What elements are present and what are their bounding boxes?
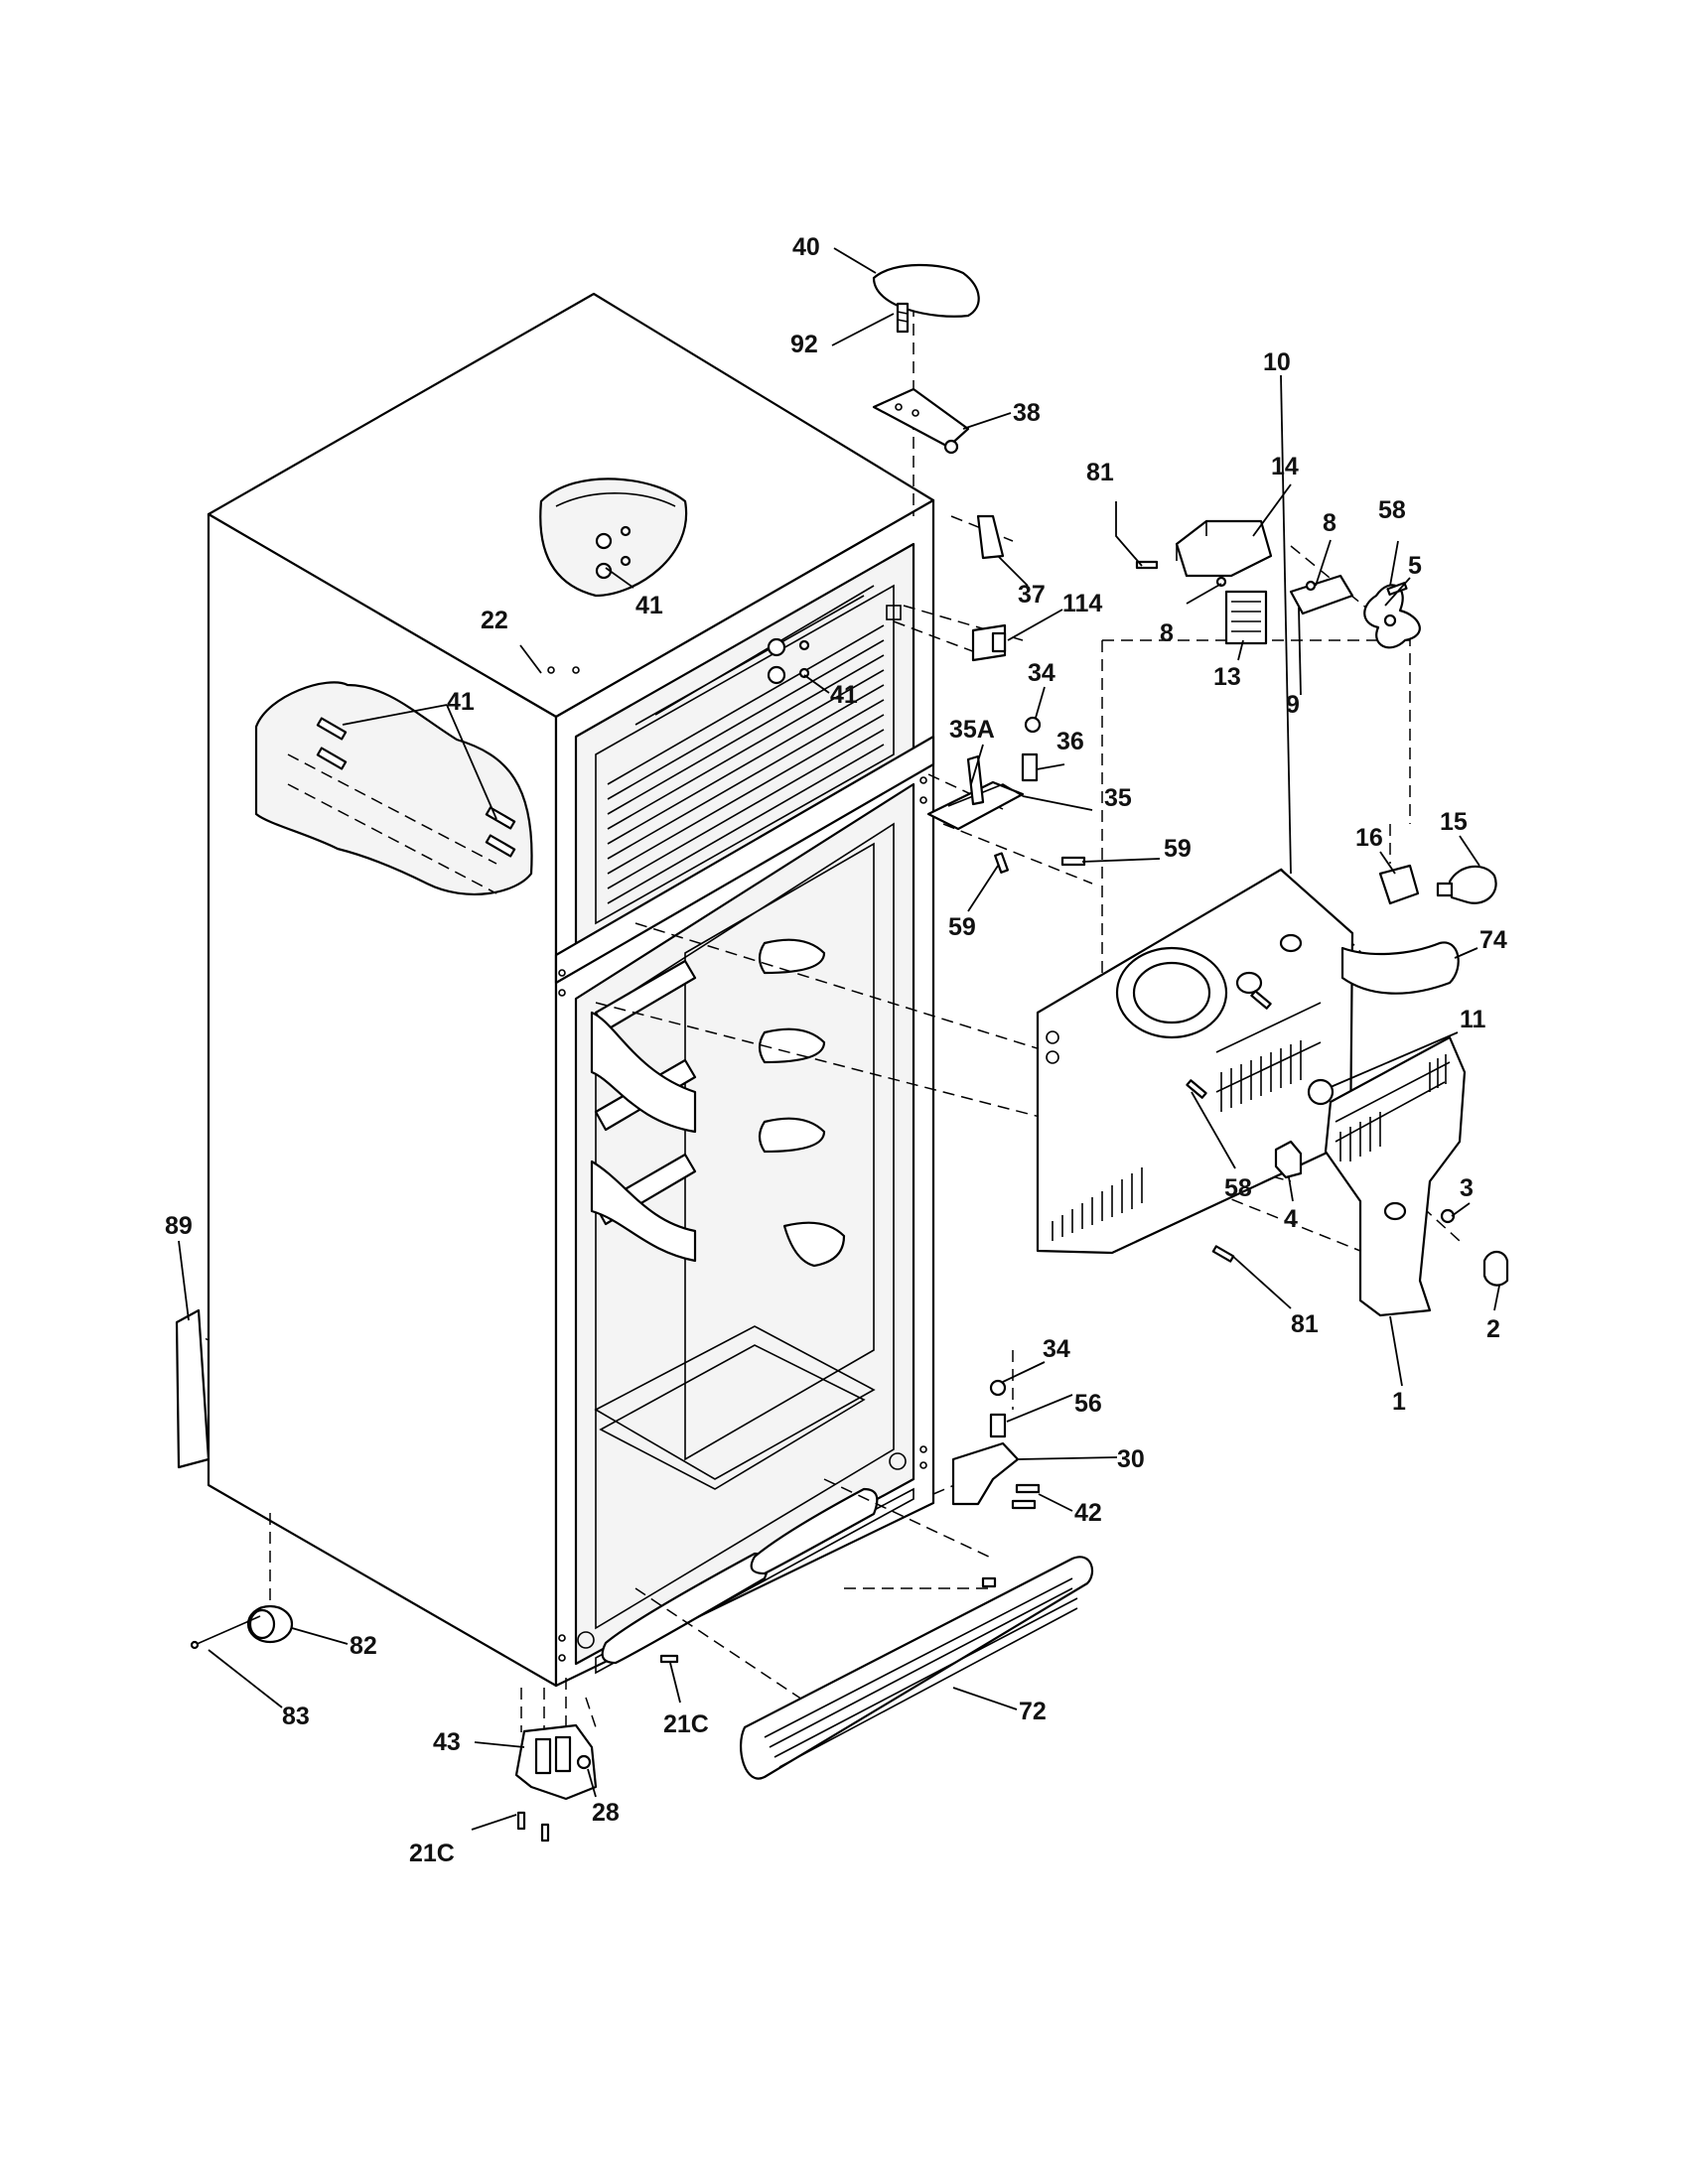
screw-41-side — [316, 717, 516, 858]
callout-89: 89 — [165, 1212, 193, 1240]
callout-92: 92 — [790, 331, 818, 358]
part-72-toe-grille — [740, 1556, 1094, 1780]
part-1-control-housing — [1324, 1035, 1467, 1317]
vent-slots-10 — [1052, 1040, 1302, 1241]
callout-1: 1 — [1392, 1388, 1406, 1416]
callout-81-bottom: 81 — [1291, 1310, 1319, 1338]
callout-42: 42 — [1074, 1499, 1102, 1527]
part-16-light-socket — [1378, 864, 1420, 905]
callout-14: 14 — [1271, 453, 1299, 480]
callout-36: 36 — [1056, 728, 1084, 755]
part-35a-clip — [966, 754, 985, 806]
part-9-motor-bracket — [1289, 574, 1354, 615]
cabinet — [207, 292, 935, 1688]
part-30-bottom-hinge — [951, 1441, 1020, 1506]
part-42-screws — [1011, 1483, 1041, 1510]
callout-30: 30 — [1117, 1445, 1145, 1473]
callout-59-right: 59 — [1164, 835, 1192, 863]
leader-lines — [178, 247, 1500, 1831]
part-38-top-hinge — [872, 387, 970, 455]
callout-22: 22 — [481, 607, 508, 634]
callout-56: 56 — [1074, 1390, 1102, 1418]
frame-holes — [558, 776, 927, 1662]
callout-81-top: 81 — [1086, 459, 1114, 486]
callout-59-left: 59 — [948, 913, 976, 941]
callout-21c-lower: 21C — [409, 1840, 455, 1867]
callout-114: 114 — [1062, 590, 1102, 617]
part-43-relay-bracket — [514, 1723, 598, 1801]
part-34-washer — [1024, 716, 1042, 734]
callout-83: 83 — [282, 1703, 310, 1730]
part-40-hinge-cover — [872, 263, 980, 318]
part-92-hinge-screw — [896, 302, 910, 334]
callout-35: 35 — [1104, 784, 1132, 812]
callout-74: 74 — [1479, 926, 1507, 954]
screws-21c — [516, 1654, 679, 1843]
callout-8-left: 8 — [1160, 619, 1174, 647]
callout-11: 11 — [1460, 1006, 1486, 1033]
callout-58-top: 58 — [1378, 496, 1406, 524]
grille-louvers — [764, 1577, 1078, 1768]
callout-9: 9 — [1286, 691, 1300, 719]
screws-58-81 — [1186, 990, 1272, 1263]
callout-8-right: 8 — [1323, 509, 1336, 537]
part-114-switch — [971, 623, 1007, 662]
callout-34-top: 34 — [1028, 659, 1055, 687]
part-74-light-shield — [1340, 941, 1460, 995]
part-28-relay — [576, 1754, 592, 1770]
part-2-knob — [1482, 1250, 1509, 1287]
callout-82: 82 — [350, 1632, 377, 1660]
callout-41-side: 41 — [447, 688, 475, 716]
callout-34-bottom: 34 — [1043, 1335, 1070, 1363]
part-3-nut — [1440, 1208, 1456, 1224]
callout-28: 28 — [592, 1799, 620, 1827]
part-82-roller — [246, 1604, 294, 1644]
callout-3: 3 — [1460, 1174, 1474, 1202]
vent-slots-1 — [1339, 1054, 1447, 1161]
part-83-axle — [190, 1615, 261, 1650]
callout-16: 16 — [1355, 824, 1383, 852]
callout-21c-upper: 21C — [663, 1710, 709, 1738]
callout-41-freezer: 41 — [830, 681, 858, 709]
part-34-bottom-washer — [989, 1379, 1007, 1397]
part-15-light-bulb — [1436, 865, 1497, 904]
callout-38: 38 — [1013, 399, 1041, 427]
callout-37: 37 — [1018, 581, 1046, 609]
callout-58-bottom: 58 — [1224, 1174, 1252, 1202]
callout-4: 4 — [1284, 1205, 1298, 1233]
callout-10: 10 — [1263, 348, 1291, 376]
liner-pockets — [758, 938, 846, 1268]
freezer-ribs — [607, 585, 885, 904]
callout-2: 2 — [1486, 1315, 1500, 1343]
part-4-thermostat — [1274, 1140, 1303, 1179]
part-89-cover-plate — [175, 1308, 211, 1469]
part-36-pin — [1021, 752, 1039, 782]
callout-40: 40 — [792, 233, 820, 261]
part-11-knob-bushing — [1307, 1078, 1335, 1106]
callout-72: 72 — [1019, 1698, 1047, 1725]
part-14-fan-bracket — [1175, 519, 1273, 578]
part-56-pin — [989, 1413, 1007, 1438]
screw-41-freezer — [767, 637, 810, 685]
part-13-fan-motor — [1224, 590, 1268, 645]
part-10-evap-cover — [1036, 868, 1354, 1255]
callout-13: 13 — [1213, 663, 1241, 691]
callout-35a: 35A — [949, 716, 995, 744]
part-37-gasket-strip — [976, 514, 1005, 560]
callout-15: 15 — [1440, 808, 1468, 836]
callout-5: 5 — [1408, 552, 1422, 580]
callout-labels: 40 92 38 81 14 8 58 5 8 13 9 37 114 41 4… — [165, 233, 1507, 1867]
screws-81-58-8 — [1135, 560, 1408, 596]
callout-43: 43 — [433, 1728, 461, 1756]
callout-41-top: 41 — [635, 592, 663, 619]
